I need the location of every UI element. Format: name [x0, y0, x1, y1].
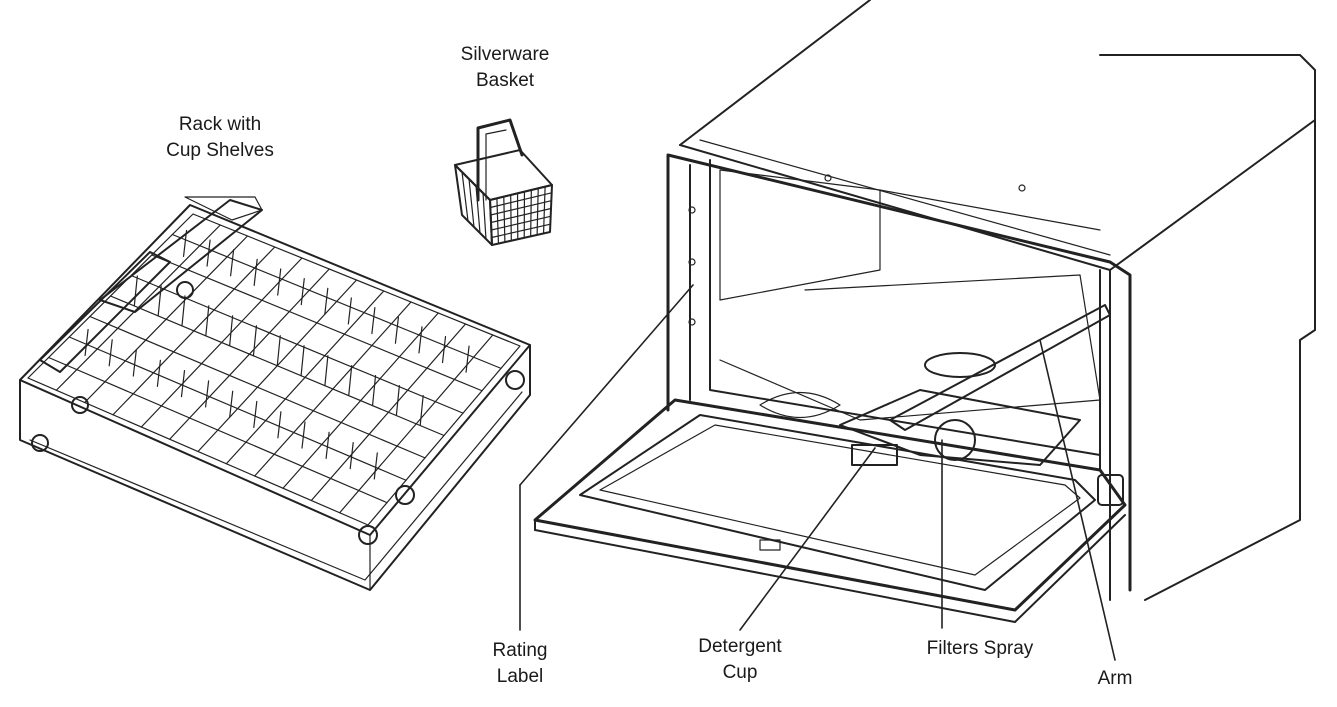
- silverware-basket-label: Silverware Basket: [450, 42, 560, 94]
- detergent-cup-label: Detergent Cup: [680, 634, 800, 686]
- rack-label-line1: Rack with: [178, 114, 262, 135]
- rating-label-line1: Rating: [492, 640, 548, 661]
- basket-label-line1: Silverware: [460, 44, 550, 65]
- silverware-basket-illustration: [454, 118, 553, 246]
- rating-label-callout: Rating Label: [470, 638, 570, 690]
- rack-label-line2: Cup Shelves: [166, 140, 274, 161]
- leader-lines: [519, 284, 1116, 661]
- dishwasher-illustration: [533, 0, 1316, 623]
- detergent-label-line1: Detergent: [698, 636, 782, 657]
- arm-label-line1: Arm: [1097, 668, 1133, 689]
- arm-leader: [1039, 339, 1116, 661]
- detergent-cup-leader: [739, 447, 876, 631]
- detergent-label-line2: Cup: [722, 662, 758, 683]
- filters-label-line1: Filters Spray: [926, 638, 1034, 659]
- arm-label: Arm: [1085, 666, 1145, 692]
- basket-label-line2: Basket: [475, 70, 535, 91]
- rack-label: Rack with Cup Shelves: [160, 112, 280, 164]
- filters-spray-label: Filters Spray: [900, 636, 1060, 662]
- rating-label-line2: Label: [496, 666, 544, 687]
- dish-rack-illustration: [19, 196, 531, 591]
